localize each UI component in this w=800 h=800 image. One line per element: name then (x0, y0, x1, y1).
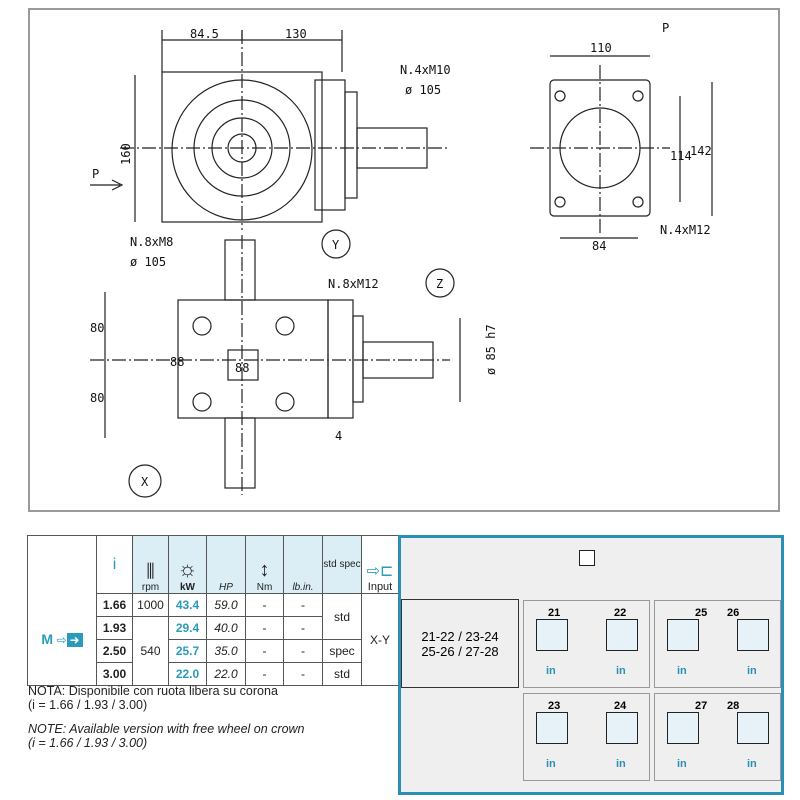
label-p-flange: P (662, 21, 669, 35)
kw: 29.4 (168, 616, 207, 640)
dim-n8xm8: N.8xM8 (130, 235, 173, 249)
hp: 40.0 (206, 616, 246, 640)
notes: NOTA: Disponibile con ruota libera su co… (28, 684, 305, 750)
configuration-codes: 21-22 / 23-24 25-26 / 27-28 (401, 599, 519, 688)
header-i: i (96, 535, 133, 594)
header-rpm: ⫼rpm (132, 535, 169, 594)
note-italian: NOTA: Disponibile con ruota libera su co… (28, 684, 278, 698)
dim-dia105-bottom: ø 105 (130, 255, 166, 269)
nm: - (245, 593, 284, 617)
specs-table: i ⫼rpm ☼kW HP ↕Nm lb.in. std spec ⇨⊏Inpu… (27, 535, 399, 686)
note-english-ratios: (i = 1.66 / 1.93 / 3.00) (28, 736, 148, 750)
label-y: Y (332, 238, 340, 252)
label-p: P (92, 167, 99, 181)
dim-88-horizontal: 88 (235, 361, 249, 375)
dim-84: 84 (592, 239, 606, 253)
input-shafts: X-Y (361, 593, 399, 686)
kw: 25.7 (168, 639, 207, 663)
header-hp: HP (206, 535, 246, 594)
dim-88-vertical: 88 (170, 355, 184, 369)
dim-160: 160 (119, 143, 133, 165)
ratio: 1.93 (96, 616, 133, 640)
dim-n4xm10: N.4xM10 (400, 63, 451, 77)
dim-n8xm12: N.8xM12 (328, 277, 379, 291)
header-std-spec: std spec (322, 535, 362, 594)
ratio: 3.00 (96, 662, 133, 686)
flange-view (530, 55, 713, 239)
kw: 43.4 (168, 593, 207, 617)
codes-line-1: 21-22 / 23-24 (421, 628, 499, 644)
note-italian-ratios: (i = 1.66 / 1.93 / 3.00) (28, 698, 148, 712)
ratio: 2.50 (96, 639, 133, 663)
technical-drawing: 84.5 130 N.4xM10 ø 105 160 P N.8xM8 ø 10… (28, 8, 780, 512)
nm: - (245, 662, 284, 686)
hp: 35.0 (206, 639, 246, 663)
dim-142: 142 (690, 144, 712, 158)
gearbox-drawing: 84.5 130 N.4xM10 ø 105 160 P N.8xM8 ø 10… (90, 21, 713, 498)
header-nm: ↕Nm (245, 535, 284, 594)
dim-dia85-h7: ø 85 h7 (484, 324, 498, 375)
model-m: M ⇨➜ (27, 593, 97, 686)
rpm: 540 (132, 616, 169, 686)
side-view (90, 229, 461, 498)
rpm: 1000 (132, 593, 169, 617)
lbin: - (283, 593, 323, 617)
note-english: NOTE: Available version with free wheel … (28, 722, 305, 736)
hp: 22.0 (206, 662, 246, 686)
label-z: Z (436, 277, 443, 291)
gearbox-icon (579, 550, 595, 566)
hp: 59.0 (206, 593, 246, 617)
spec: std (322, 593, 362, 640)
dim-4: 4 (335, 429, 342, 443)
header-input: ⇨⊏Input (361, 535, 399, 594)
dim-114: 114 (670, 149, 692, 163)
lbin: - (283, 616, 323, 640)
dim-130: 130 (285, 27, 307, 41)
spec: std (322, 662, 362, 686)
dim-n4xm12: N.4xM12 (660, 223, 711, 237)
dim-dia105-top: ø 105 (405, 83, 441, 97)
lbin: - (283, 639, 323, 663)
codes-line-2: 25-26 / 27-28 (421, 643, 499, 659)
dim-80-top: 80 (90, 321, 104, 335)
ratio: 1.66 (96, 593, 133, 617)
header-kw: ☼kW (168, 535, 207, 594)
nm: - (245, 616, 284, 640)
top-view (90, 30, 450, 230)
dim-84-5: 84.5 (190, 27, 219, 41)
nm: - (245, 639, 284, 663)
dim-80-bottom: 80 (90, 391, 104, 405)
label-x: X (141, 475, 149, 489)
spec: spec (322, 639, 362, 663)
header-lbin: lb.in. (283, 535, 323, 594)
lbin: - (283, 662, 323, 686)
dim-110: 110 (590, 41, 612, 55)
kw: 22.0 (168, 662, 207, 686)
